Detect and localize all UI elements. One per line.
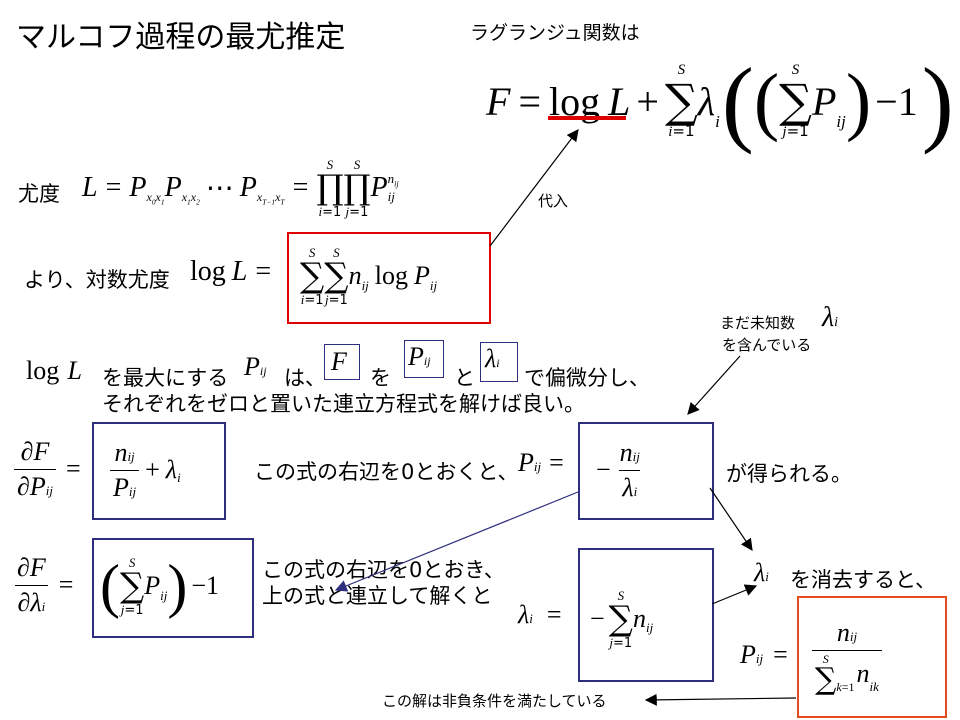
box-F: [324, 344, 360, 380]
substitute-label: 代入: [538, 192, 569, 210]
dF-dP-lhs: ∂F∂Pij =: [14, 424, 81, 514]
dF-dP-box: [92, 422, 226, 520]
box-lambda: [480, 342, 518, 382]
Pij-to-eliminate-arrow: [709, 487, 753, 551]
unknown-lambda: λi: [822, 302, 839, 333]
likelihood-label: 尤度: [18, 182, 60, 206]
box-Pij: [404, 340, 444, 378]
loglik-label: より、対数尤度: [24, 268, 170, 292]
dF-dlambda-box: [92, 538, 254, 638]
page-title: マルコフ過程の最尤推定: [16, 20, 346, 55]
maximize-line2: それぞれをゼロと置いた連立方程式を解けば良い。: [102, 392, 585, 416]
box-Pij-symbol: Pij: [408, 342, 431, 371]
lambda-solution-box: [578, 548, 714, 682]
final-Pij-lhs: Pij=: [740, 640, 788, 669]
eliminate-lambda: λi: [754, 558, 769, 587]
unknown-arrow: [687, 355, 741, 415]
dF-dlambda-lhs: ∂F∂λi =: [14, 540, 73, 630]
rhs-zero-text2-line2: 上の式と連立して解くと: [262, 584, 493, 608]
lagrange-label: ラグランジュ関数は: [470, 22, 640, 44]
nonneg-note: この解は非負条件を満たしている: [382, 692, 607, 710]
final-Pij-box: [797, 596, 947, 718]
rhs-zero-text: この式の右辺を0とおくと、: [254, 460, 519, 484]
eliminate-text: を消去すると、: [790, 568, 937, 592]
maximize-Pij: Pij: [244, 352, 267, 381]
unknown-note-line2: を含んでいる: [722, 336, 812, 354]
obtained-text: が得られる。: [726, 462, 852, 486]
loglik-box: [287, 232, 491, 324]
maximize-part4: と: [454, 366, 475, 390]
nonneg-arrow: [644, 693, 797, 706]
maximize-part3: を: [370, 366, 391, 390]
box-F-symbol: F: [331, 347, 347, 376]
Pij-solution-box: [578, 422, 714, 520]
box-lambda-symbol: λi: [485, 344, 500, 373]
maximize-part2: は、: [284, 366, 326, 390]
unknown-note-line1: まだ未知数: [720, 314, 796, 332]
lambda-lhs: λi=: [518, 600, 562, 629]
maximize-part5: で偏微分し、: [524, 366, 650, 390]
lambda-to-eliminate-arrow: [711, 584, 758, 605]
log-likelihood-underline: [548, 116, 626, 120]
maximize-logL: log L: [26, 356, 82, 385]
maximize-part1: を最大にする: [102, 366, 229, 390]
Pij-lhs: Pij=: [518, 448, 564, 477]
